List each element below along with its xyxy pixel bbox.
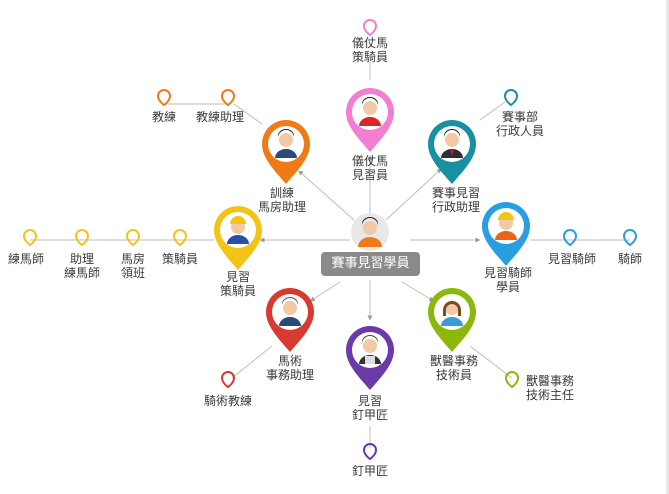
label-admin-trainee: 賽事見習 行政助理 [431,186,481,214]
connector-vet [401,281,435,302]
connector-training [298,170,355,221]
pin-farrier-trainee [346,326,394,390]
label-vet-technician: 獸醫事務 技術員 [429,354,479,382]
connector-coach-assistant [233,103,263,125]
pin-ceremony-trainee [346,88,394,152]
connector-admin [385,168,442,221]
small-pins [22,19,638,461]
label-training-assistant: 訓練 馬房助理 [257,186,307,214]
center-avatar [351,213,389,251]
small-pin-assistant-trainer [74,229,90,247]
pin-admin-trainee [428,120,476,184]
label-riding-assistant: 馬術 事務助理 [265,354,315,382]
label-riding-instructor: 騎術教練 [203,394,253,408]
small-pin-apprentice-jockey [562,229,578,247]
label-coach-assistant: 教練助理 [195,110,245,124]
label-vet-supervisor: 獸醫事務 技術主任 [526,374,575,402]
pin-riding-assistant [266,288,314,352]
label-farrier-trainee: 見習 釘甲匠 [351,394,389,422]
connector-riding [309,281,341,302]
label-stable-supervisor: 馬房 領班 [120,252,146,280]
small-pin-coach [156,89,172,107]
label-rider-trainee: 見習 策騎員 [219,270,257,298]
small-pin-admin-staff [503,89,519,107]
small-pin-coach-assistant [220,89,236,107]
small-pin-trainer [22,229,38,247]
label-apprentice-jockey: 見習騎師 [547,252,597,266]
label-coach: 教練 [151,110,177,124]
small-pin-rider [172,229,188,247]
right-edge-divider [666,0,669,494]
small-pin-farrier [362,443,378,461]
small-pin-vet-supervisor [504,371,520,389]
small-pin-ceremony-rider [362,19,378,37]
label-jockey: 騎師 [617,252,643,266]
pin-rider-trainee [214,206,262,270]
pin-vet-technician [428,288,476,352]
label-jockey-trainee: 見習騎師 學員 [483,266,533,294]
label-admin-staff: 賽事部 行政人員 [495,110,545,138]
center-label: 賽事見習學員 [321,252,420,276]
connector-riding-instructor [231,345,273,379]
large-pins [214,88,530,390]
label-rider: 策騎員 [161,252,199,266]
connector-lines [30,62,630,448]
small-pin-jockey [622,229,638,247]
label-ceremony-rider: 儀仗馬 策騎員 [351,36,389,64]
label-farrier: 釘甲匠 [351,464,389,478]
small-pin-stable-supervisor [125,229,141,247]
connector-vet-supervisor [469,345,513,379]
label-assistant-trainer: 助理 練馬師 [63,252,101,280]
label-ceremony-trainee: 儀仗馬 見習員 [351,154,389,182]
small-pin-riding-instructor [220,371,236,389]
pin-training-assistant [262,120,310,184]
connector-admin-staff [479,101,506,121]
label-trainer: 練馬師 [7,252,45,266]
pin-jockey-trainee [482,202,530,266]
